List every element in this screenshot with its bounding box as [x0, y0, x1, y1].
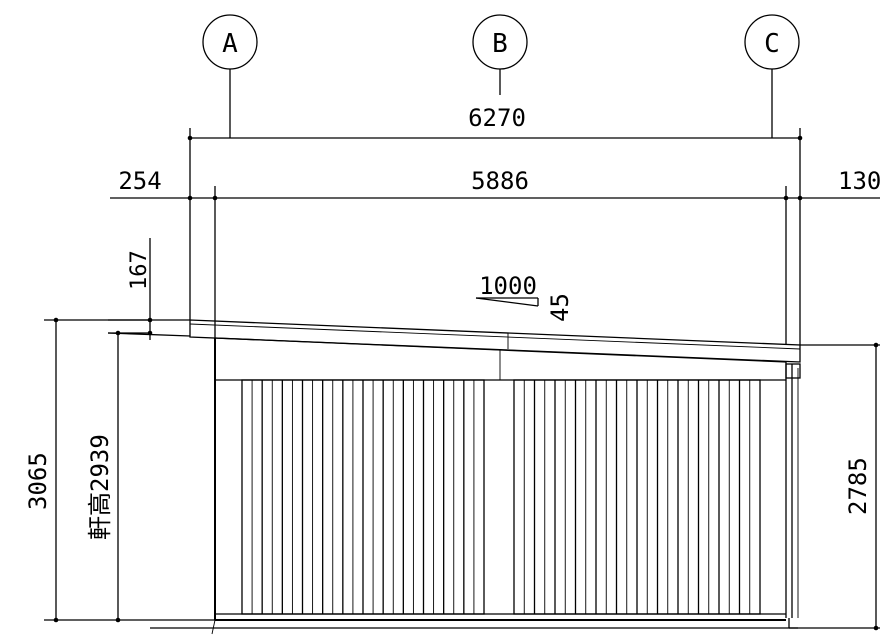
overall-width-dimension: 6270 [187, 104, 803, 345]
grid-bubble-b: B [472, 14, 528, 95]
roof-panel [189, 319, 801, 363]
left-overhang-label: 254 [118, 167, 161, 195]
right-overhang-label: 130 [838, 167, 880, 195]
overall-width-label: 6270 [468, 104, 526, 132]
total-height-dimension: 3065 [24, 317, 215, 623]
grid-bubble-a: A [202, 14, 258, 138]
eave-height-label: 軒高2939 [86, 434, 114, 540]
structure-frame [150, 338, 880, 635]
right-height-dimension: 2785 [800, 342, 880, 631]
side-wall-panel-left [241, 379, 485, 615]
roof-thickness-label: 167 [127, 250, 152, 290]
grid-label-c: C [764, 29, 780, 59]
grid-label-a: A [222, 29, 238, 59]
total-height-label: 3065 [24, 452, 52, 510]
slope-run-label: 1000 [479, 272, 537, 300]
side-wall-panel-right [513, 379, 761, 615]
span-label: 5886 [471, 167, 529, 195]
right-height-label: 2785 [844, 457, 872, 515]
roof-thickness-dimension: 167 [107, 238, 191, 340]
grid-label-b: B [492, 29, 508, 59]
eave-height-dimension: 軒高2939 [86, 330, 150, 623]
grid-bubble-c: C [744, 14, 800, 138]
slope-indicator: 1000 45 [475, 272, 574, 322]
span-dimension: 254 5886 130 [110, 167, 880, 345]
slope-rise-label: 45 [546, 293, 574, 322]
